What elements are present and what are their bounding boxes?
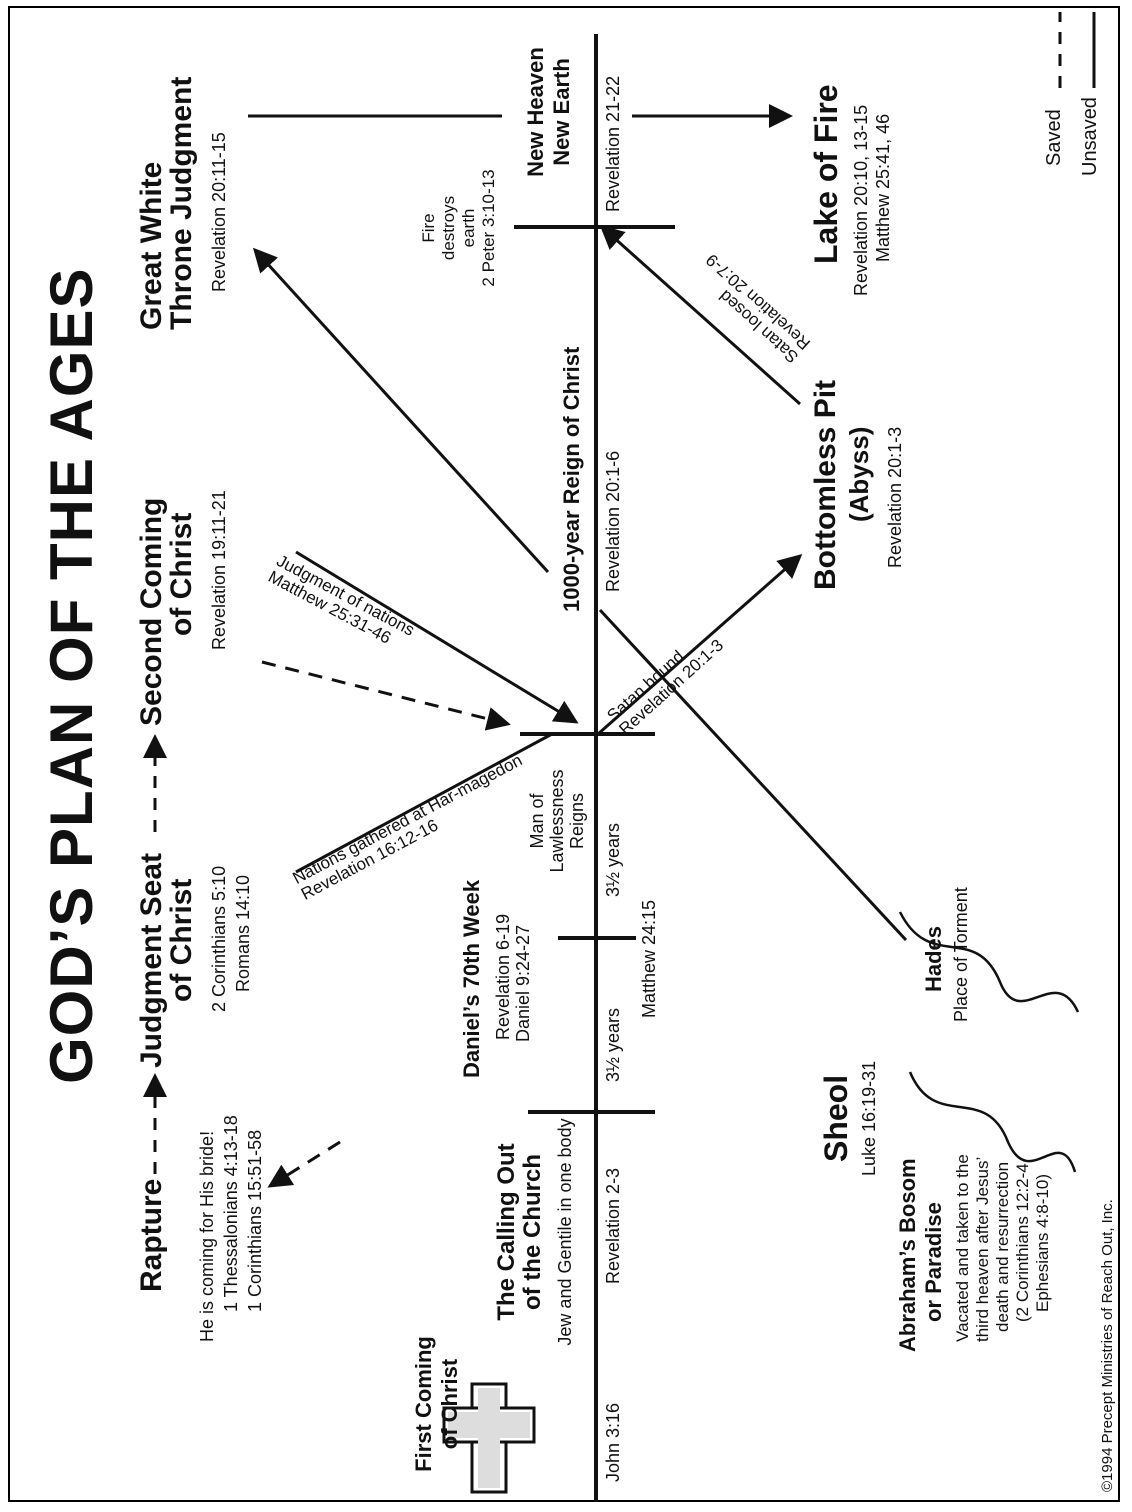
man-of-lawlessness-3: Reigns	[567, 792, 587, 850]
ref-john-3-16: John 3:16	[603, 1402, 623, 1482]
line-to-hades	[598, 608, 908, 942]
man-of-lawlessness-2: Lawlessness	[547, 769, 567, 873]
arrow-judgment-nations	[295, 550, 579, 724]
arrow-to-gwt	[252, 247, 550, 574]
rapture-line1: He is coming for His bride!	[197, 1130, 217, 1342]
ref-rev-21-22: Revelation 21-22	[603, 75, 623, 212]
hades-sub: Place of Torment	[951, 887, 971, 1022]
first-coming-heading: First Coming	[411, 1336, 436, 1472]
gwt-heading2: Throne Judgment	[165, 76, 198, 330]
lake-ref1: Revelation 20:10, 13-15	[851, 104, 871, 296]
half-years-1: 3½ years	[603, 1007, 623, 1082]
fire-ref: 2 Peter 3:10-13	[479, 169, 498, 287]
calling-out-heading2: of the Church	[519, 1154, 546, 1310]
ref-rev-2-3: Revelation 2-3	[603, 1167, 623, 1284]
abraham-line3: death and resurrection	[993, 1161, 1012, 1332]
pit-ref: Revelation 20:1-3	[885, 426, 905, 568]
abraham-heading2: or Paradise	[921, 1202, 946, 1322]
half-years-2: 3½ years	[603, 822, 623, 897]
legend-saved: Saved	[1043, 109, 1065, 166]
rapture-line2: 1 Thessalonians 4:13-18	[221, 1115, 241, 1312]
second-coming-ref: Revelation 19:11-21	[209, 490, 229, 650]
daniels-week-ref2: Daniel 9:24-27	[513, 924, 533, 1042]
fire-line3: earth	[459, 208, 478, 248]
page-title: GOD’S PLAN OF THE AGES	[38, 267, 105, 1084]
cross-icon	[442, 1382, 536, 1494]
calling-out-heading: The Calling Out	[493, 1143, 520, 1321]
gwt-heading: Great White	[135, 161, 168, 330]
arrow-satan-loosed	[599, 225, 801, 406]
chart-frame	[8, 6, 1120, 1502]
second-coming-heading2: of Christ	[165, 512, 198, 636]
copyright: ©1994 Precept Ministries of Reach Out, I…	[1099, 1199, 1116, 1492]
sheol-heading: Sheol	[818, 1074, 854, 1162]
dashed-arrow-rapture	[267, 1140, 341, 1188]
daniels-week-heading: Daniel’s 70th Week	[459, 879, 484, 1078]
legend-unsaved: Unsaved	[1079, 97, 1101, 176]
judgment-seat-ref2: Romans 14:10	[233, 874, 253, 992]
pit-heading2: (Abyss)	[844, 426, 874, 522]
first-coming-heading2: of Christ	[437, 1358, 462, 1450]
rapture-line3: 1 Corinthians 15:51-58	[245, 1129, 265, 1312]
abraham-line5: Ephesians 4:8-10)	[1033, 1174, 1052, 1312]
judgment-seat-heading: Judgment Seat	[135, 852, 168, 1068]
fire-line2: destroys	[439, 195, 458, 261]
arrow-nations-gathered	[295, 732, 553, 874]
ref-matt-24-15: Matthew 24:15	[639, 899, 659, 1018]
abraham-line4: (2 Corinthians 12:2-4	[1013, 1163, 1032, 1322]
judgment-seat-ref1: 2 Corinthians 5:10	[209, 865, 229, 1012]
lake-heading: Lake of Fire	[808, 84, 844, 264]
second-coming-heading: Second Coming	[135, 497, 168, 726]
pit-heading: Bottomless Pit	[809, 379, 842, 590]
new-heaven-heading: New Heaven	[523, 47, 548, 177]
abraham-line2: third heaven after Jesus’	[973, 1156, 992, 1342]
hades-heading: Hades	[921, 925, 946, 992]
calling-out-sub: Jew and Gentile in one body	[555, 1118, 575, 1346]
sheol-wave-2	[898, 911, 1080, 1013]
lake-ref2: Matthew 25:41, 46	[873, 113, 893, 262]
dashed-arrow-second-coming	[261, 660, 511, 731]
reign-heading: 1000-year Reign of Christ	[559, 346, 584, 612]
judgment-seat-heading2: of Christ	[165, 878, 198, 1002]
abraham-line1: Vacated and taken to the	[953, 1154, 972, 1342]
rapture-heading: Rapture	[135, 1178, 168, 1292]
arrow-satan-bound	[597, 554, 803, 736]
new-heaven-heading2: New Earth	[549, 58, 574, 166]
ref-rev-20-1-6: Revelation 20:1-6	[603, 450, 623, 592]
gwt-ref: Revelation 20:11-15	[209, 132, 229, 292]
fire-line1: Fire	[419, 213, 438, 243]
daniels-week-ref1: Revelation 6-19	[493, 913, 513, 1040]
sheol-ref: Luke 16:19-31	[859, 1060, 879, 1176]
abraham-heading: Abraham’s Bosom	[895, 1158, 920, 1352]
sheol-wave-1	[908, 1071, 1077, 1173]
